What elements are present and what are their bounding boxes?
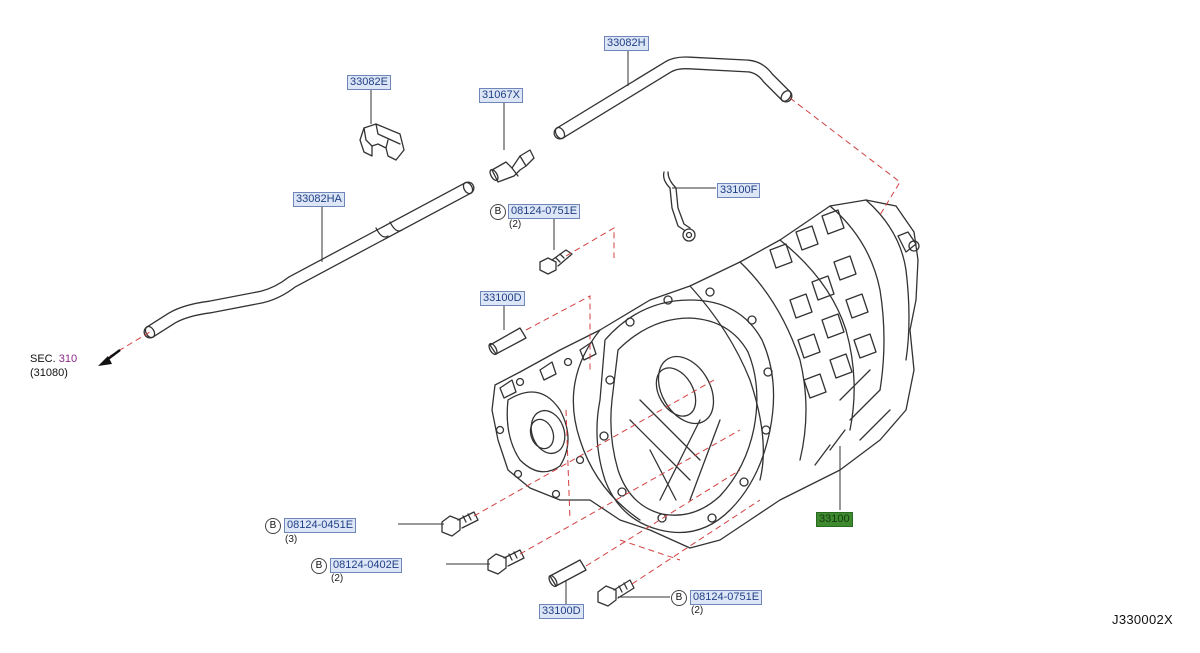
hose-33082ha <box>143 181 475 339</box>
clip-33082e <box>359 123 405 161</box>
part-label-31067x[interactable]: 31067X <box>479 88 523 103</box>
bolt-08124-0751e-bottom <box>597 579 635 607</box>
alignment-lines <box>109 97 901 585</box>
hose-33082h <box>553 56 793 140</box>
quantity-label: (2) <box>509 219 522 230</box>
part-label-33100[interactable]: 33100 <box>816 512 853 527</box>
badge-b: B <box>265 518 281 534</box>
dowel-33100d-bottom <box>548 559 587 588</box>
part-label-33082e[interactable]: 33082E <box>347 75 391 90</box>
part-label-08124-0402e[interactable]: 08124-0402E <box>330 558 403 573</box>
badge-b: B <box>671 590 687 606</box>
section-label: SEC. <box>30 353 56 365</box>
part-label-08124-0751e-bottom[interactable]: 08124-0751E <box>690 590 763 605</box>
part-label-33100f[interactable]: 33100F <box>717 183 761 198</box>
part-label-33082h[interactable]: 33082H <box>604 36 649 51</box>
section-arrow-icon <box>98 349 121 366</box>
quantity-label: (3) <box>285 534 298 545</box>
part-label-33100d-top[interactable]: 33100D <box>480 291 525 306</box>
quantity-label: (2) <box>331 573 344 584</box>
part-label-33082ha[interactable]: 33082HA <box>293 192 345 207</box>
badge-b: B <box>311 558 327 574</box>
diagram-code: J330002X <box>1112 612 1173 627</box>
part-label-33100d-bottom[interactable]: 33100D <box>539 604 584 619</box>
leader-lines <box>321 48 841 606</box>
section-sub-number: (31080) <box>30 367 68 379</box>
part-label-08124-0751e-top[interactable]: 08124-0751E <box>508 204 581 219</box>
section-number-link[interactable]: 310 <box>58 353 78 365</box>
quantity-label: (2) <box>691 605 704 616</box>
dipstick-33100f <box>662 171 696 242</box>
part-label-08124-0451e[interactable]: 08124-0451E <box>284 518 357 533</box>
bolt-08124-0402e <box>487 549 525 575</box>
dowel-33100d-top <box>488 327 527 356</box>
connector-31067x <box>489 149 535 183</box>
badge-b: B <box>490 204 506 220</box>
bolt-08124-0751e-top <box>539 249 573 275</box>
bolt-08124-0451e <box>441 511 479 537</box>
section-reference[interactable]: SEC. 310 <box>30 353 77 365</box>
transfer-case-housing-33100 <box>491 199 920 549</box>
